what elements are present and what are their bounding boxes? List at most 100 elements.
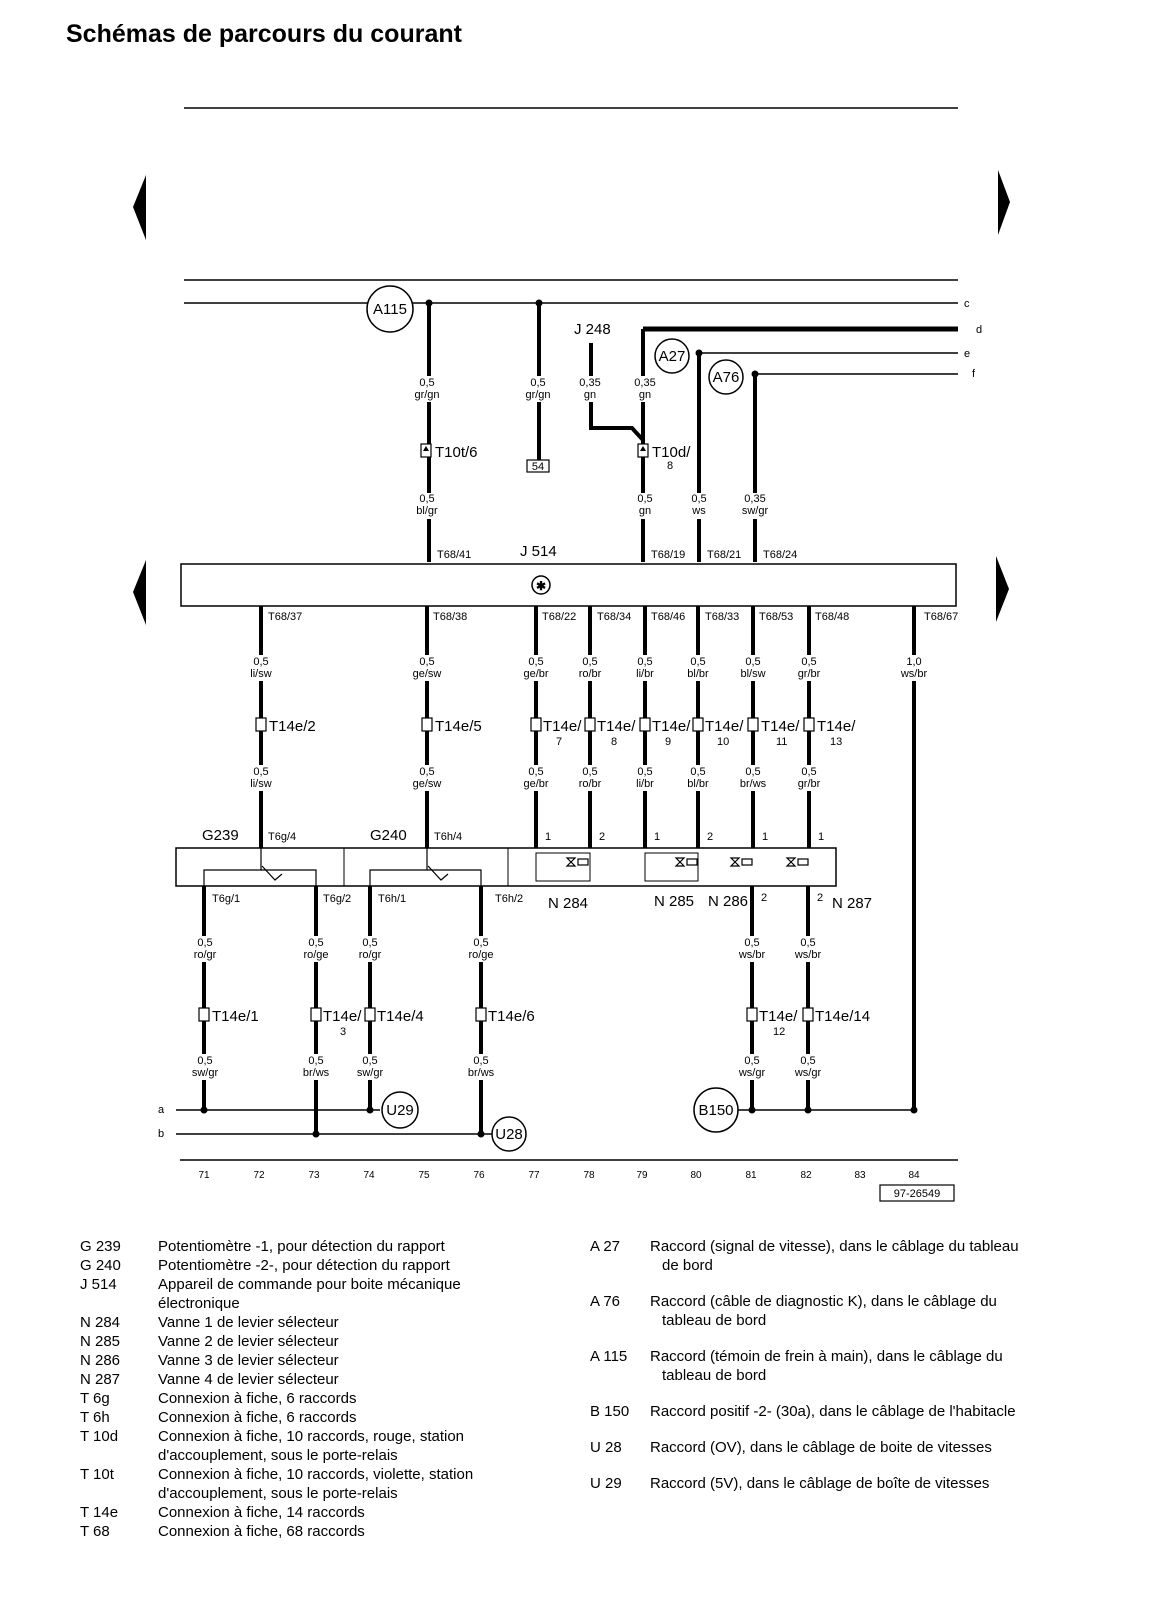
- junction-dot: [366, 1106, 374, 1114]
- legend-code: T 6h: [80, 1409, 110, 1426]
- legend-line: Raccord (câble de diagnostic K), dans le…: [650, 1293, 997, 1310]
- junction-dot: [748, 1106, 756, 1114]
- legend-description: Connexion à fiche, 6 raccords: [158, 1408, 550, 1427]
- legend-code: A 27: [590, 1238, 621, 1255]
- wire-color: ro/gr: [359, 949, 382, 961]
- legend-description: Raccord (témoin de frein à main), dans l…: [650, 1347, 1060, 1385]
- n285-label: N 285: [654, 893, 694, 910]
- column-number: 81: [745, 1170, 757, 1181]
- bottom-wire-labels-upper: 0,5 ro/gr 0,5 ro/ge 0,5 ro/gr 0,5 ro/ge …: [190, 936, 823, 962]
- pin-number: 2: [761, 892, 767, 904]
- n284-label: N 284: [548, 895, 588, 912]
- pin-number: 2: [707, 831, 713, 843]
- connector-sub: 9: [665, 736, 671, 748]
- connector-t14e-4: T14e/4: [377, 1008, 424, 1025]
- connector-a76: [708, 359, 744, 395]
- junction-dot: [535, 299, 543, 307]
- wire-size: 0,5: [362, 1055, 377, 1067]
- rail-label-b: b: [158, 1128, 164, 1140]
- n286-label: N 286: [708, 893, 748, 910]
- legend-description: Vanne 4 de levier sélecteur: [158, 1370, 550, 1389]
- connector-sub: 11: [776, 736, 787, 748]
- wire-size: 0,5: [691, 493, 706, 505]
- pin-t68-48: T68/48: [815, 611, 849, 623]
- wire-size: 1,0: [906, 656, 921, 668]
- legend-code: A 115: [590, 1348, 628, 1365]
- wire-color: sw/gr: [192, 1067, 219, 1079]
- pin-t68-34: T68/34: [597, 611, 631, 623]
- column-number: 75: [418, 1170, 430, 1181]
- wire-color: gn: [584, 389, 596, 401]
- legend-line: Connexion à fiche, 6 raccords: [158, 1390, 357, 1407]
- legend-line: Potentiomètre -1, pour détection du rapp…: [158, 1238, 445, 1255]
- legend-description: Vanne 1 de levier sélecteur: [158, 1313, 550, 1332]
- wire-color: li/br: [636, 778, 654, 790]
- legend-code: A 76: [590, 1293, 621, 1310]
- valve-n284-box: [535, 852, 591, 882]
- legend-entry: A 115 Raccord (témoin de frein à main), d…: [590, 1347, 1060, 1385]
- wire-size: 0,5: [690, 766, 705, 778]
- legend-line: Raccord (5V), dans le câblage de boîte d…: [650, 1475, 990, 1492]
- wire-size: 0,5: [473, 937, 488, 949]
- wire-size: 0,5: [637, 656, 652, 668]
- junction-dot: [804, 1106, 812, 1114]
- wire-color: gn: [639, 505, 651, 517]
- junction-dot: [200, 1106, 208, 1114]
- wire-size: 0,5: [530, 377, 545, 389]
- connector-b150-label: B150: [698, 1102, 733, 1119]
- wire-size: 0,5: [473, 1055, 488, 1067]
- j514-label: J 514: [520, 543, 557, 560]
- pin-t6g-1: T6g/1: [212, 893, 240, 905]
- wire-color: br/ws: [740, 778, 767, 790]
- wire-color: ge/br: [523, 778, 548, 790]
- connector-u29: [381, 1091, 419, 1129]
- pin-t68-38: T68/38: [433, 611, 467, 623]
- wire-size: 0,35: [579, 377, 600, 389]
- t14e-connectors-bottom: T14e/1 T14e/ 3 T14e/4 T14e/6 T14e/ 12 T1…: [198, 1007, 870, 1038]
- wire-color: ws/gr: [794, 1067, 822, 1079]
- column-number: 78: [583, 1170, 595, 1181]
- wire-size: 0,5: [800, 1055, 815, 1067]
- wire-size: 0,5: [745, 766, 760, 778]
- legend-code: N 287: [80, 1371, 121, 1388]
- column-number: 80: [690, 1170, 702, 1181]
- connector-a115: [366, 285, 414, 333]
- doc-code-box: [879, 1184, 955, 1202]
- wire-size: 0,5: [308, 937, 323, 949]
- legend-code: T 10t: [80, 1466, 114, 1483]
- wire-size: 0,5: [690, 656, 705, 668]
- wire-color: bl/gr: [416, 505, 438, 517]
- connector-sub: 10: [717, 736, 729, 748]
- pin-t6h-2: T6h/2: [495, 893, 523, 905]
- pin-number: 1: [654, 831, 660, 843]
- legend-line: Vanne 1 de levier sélecteur: [158, 1314, 339, 1331]
- connector-t10d8-label: T10d/: [652, 444, 691, 461]
- rail-label-c: c: [964, 298, 970, 310]
- legend-line: de bord: [662, 1257, 713, 1274]
- legend-description: Raccord (5V), dans le câblage de boîte d…: [650, 1474, 1060, 1493]
- legend-description: Raccord (câble de diagnostic K), dans le…: [650, 1292, 1060, 1330]
- pin-t68-53: T68/53: [759, 611, 793, 623]
- legend-entry: T 6h Connexion à fiche, 6 raccords: [80, 1408, 550, 1427]
- wire-color: ws/gr: [738, 1067, 766, 1079]
- legend-entry: A 76 Raccord (câble de diagnostic K), dan…: [590, 1292, 1060, 1330]
- pin-t6g-2: T6g/2: [323, 893, 351, 905]
- pin-t68-21: T68/21: [707, 549, 741, 561]
- wire-color: ge/sw: [413, 668, 442, 680]
- top-wire-labels: 0,5 gr/gn 0,5 bl/gr 0,5 gr/gn 0,35 gn 0,…: [414, 376, 770, 519]
- legend-entry: T 10t Connexion à fiche, 10 raccords, vio…: [80, 1465, 550, 1503]
- wire-size: 0,5: [582, 656, 597, 668]
- g240-label: G240: [370, 827, 407, 844]
- legend-description: Connexion à fiche, 10 raccords, violette…: [158, 1465, 550, 1503]
- control-unit-j514: [180, 563, 957, 607]
- legend-description: Potentiomètre -2-, pour détection du rap…: [158, 1256, 550, 1275]
- column-number: 84: [908, 1170, 920, 1181]
- pin-t68-22: T68/22: [542, 611, 576, 623]
- legend-description: Raccord (signal de vitesse), dans le câb…: [650, 1237, 1060, 1275]
- wire-color: ge/br: [523, 668, 548, 680]
- legend-line: Raccord (signal de vitesse), dans le câb…: [650, 1238, 1019, 1255]
- wire-color: ws/br: [900, 668, 928, 680]
